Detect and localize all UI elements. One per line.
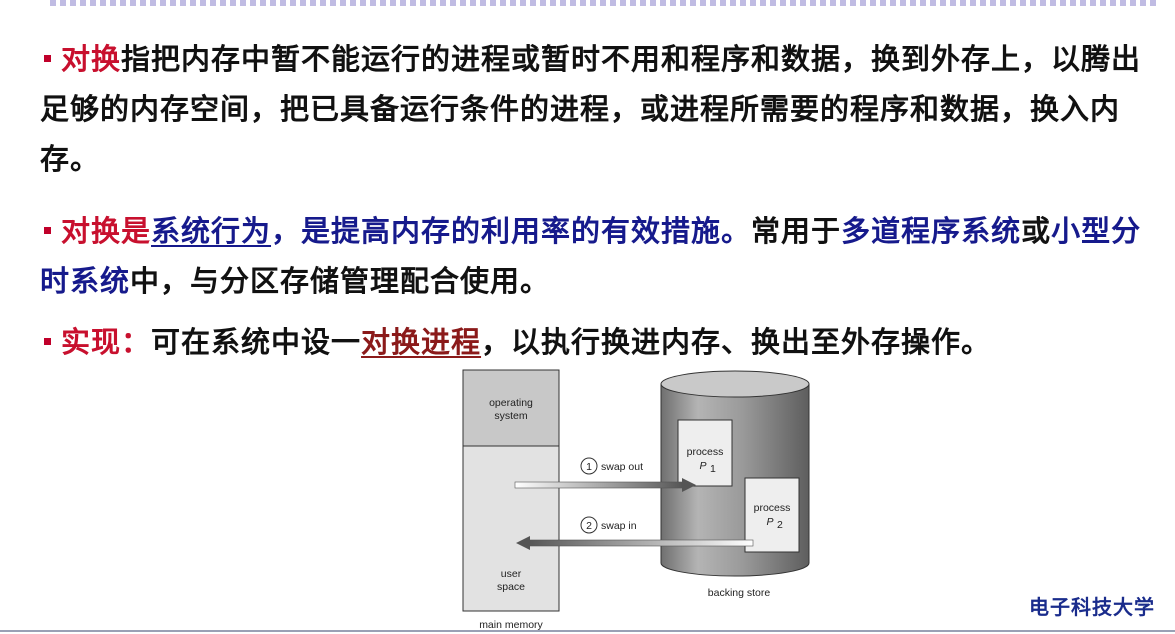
backing-store-label: backing store	[708, 587, 771, 599]
implementation-text: 可在系统中设一	[151, 325, 362, 359]
swap-process-text: 对换进程	[361, 325, 482, 359]
bullet-paragraph-2: 对换是系统行为，是提高内存的利用率的有效措施。常用于多道程序系统或小型分时系统中…	[40, 206, 1150, 306]
university-logo-text: 电子科技大学	[1029, 595, 1155, 619]
process-p1-subscript: 1	[710, 463, 716, 475]
decorative-top-border	[50, 0, 1160, 6]
or-text: 或	[1021, 214, 1052, 248]
process-p2-box: process P 2	[744, 477, 800, 553]
process-p1-name: P	[699, 460, 706, 472]
process-p1-label: process	[687, 446, 724, 458]
square-bullet-icon	[44, 226, 51, 234]
definition-text: 指把内存中暂不能运行的进程或暂时不用和程序和数据，换到外存上，以腾出足够的内存空…	[40, 42, 1142, 176]
process-p1-box: process P 1	[677, 419, 733, 487]
os-label-line2: system	[494, 410, 528, 422]
bullet-paragraph-1: 对换指把内存中暂不能运行的进程或暂时不用和程序和数据，换到外存上，以腾出足够的内…	[40, 34, 1150, 184]
main-memory-label: main memory	[479, 619, 543, 631]
partition-text: 中，与分区存储管理配合使用。	[130, 264, 551, 298]
swap-in-label: swap in	[601, 520, 637, 532]
user-space-label-line1: user	[501, 568, 522, 580]
process-p2-subscript: 2	[777, 519, 783, 531]
process-p2-label: process	[754, 502, 791, 514]
process-p2-name: P	[766, 516, 773, 528]
square-bullet-icon	[44, 54, 51, 62]
square-bullet-icon	[44, 337, 51, 345]
step-1-number: 1	[586, 461, 592, 473]
used-in-text: 常用于	[751, 214, 842, 248]
bullet-paragraph-3: 实现：可在系统中设一对换进程，以执行换进内存、换出至外存操作。	[40, 317, 1150, 367]
os-label-line1: operating	[489, 397, 533, 409]
swap-out-arrow: 1 swap out	[514, 457, 696, 492]
term-swap: 对换	[61, 42, 122, 76]
effective-measure-text: ，是提高内存的利用率的有效措施。	[271, 214, 752, 248]
bottom-divider	[0, 630, 1175, 632]
swap-in-arrow: 2 swap in	[516, 516, 754, 550]
swap-out-label: swap out	[601, 461, 643, 473]
implementation-tail-text: ，以执行换进内存、换出至外存操作。	[481, 325, 992, 359]
time-sharing-text: 小型分时系统	[40, 214, 1142, 298]
user-space-label-line2: space	[497, 581, 525, 593]
main-memory-block: operating system user space main memory	[462, 369, 560, 631]
term-implementation: 实现：	[61, 325, 152, 359]
system-behavior-text: 系统行为	[151, 214, 272, 248]
step-2-number: 2	[586, 520, 592, 532]
multiprogramming-text: 多道程序系统	[841, 214, 1022, 248]
term-swap-is: 对换是	[61, 214, 152, 248]
swapping-diagram: operating system user space main memory …	[462, 369, 810, 631]
